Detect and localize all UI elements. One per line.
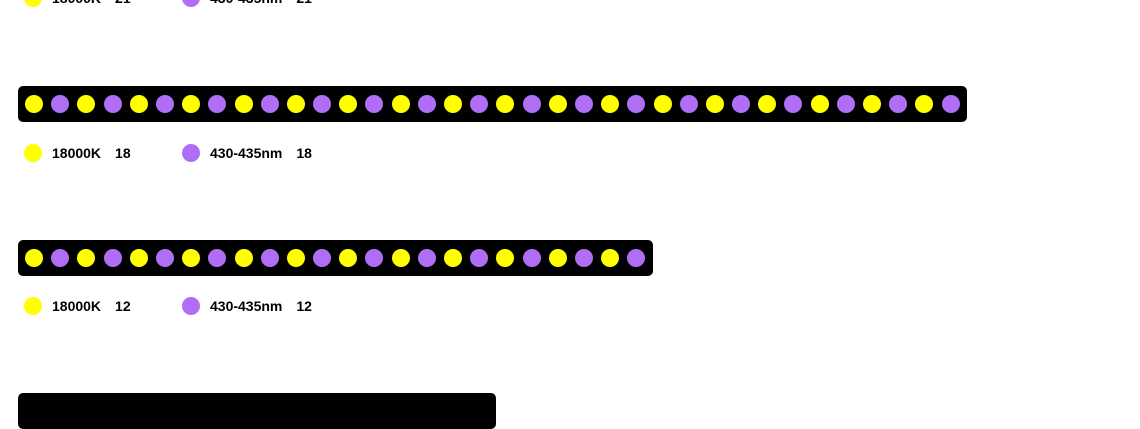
- yellow-led-icon: [496, 249, 515, 267]
- legend-ch2-count: 21: [296, 0, 312, 6]
- violet-led-icon: [155, 95, 174, 113]
- violet-led-icon: [103, 249, 122, 267]
- legend-ch2-label: 430-435nm: [210, 298, 283, 314]
- violet-led-icon: [941, 95, 960, 113]
- legend-item-ch1: 18000K 18: [24, 144, 182, 162]
- legend-ch2-count: 12: [296, 298, 312, 314]
- yellow-led-icon: [496, 95, 515, 113]
- violet-led-icon: [679, 95, 698, 113]
- violet-led-icon: [627, 249, 646, 267]
- led-strip-2: [18, 86, 967, 122]
- yellow-led-icon: [25, 95, 43, 113]
- legend-item-ch1: 18000K 12: [24, 297, 182, 315]
- yellow-led-icon: [182, 95, 201, 113]
- violet-led-icon: [836, 95, 855, 113]
- violet-led-icon: [182, 297, 200, 315]
- yellow-led-icon: [391, 95, 410, 113]
- violet-led-icon: [522, 249, 541, 267]
- legend-ch1-count: 21: [115, 0, 131, 6]
- fixture-3-legend: 18000K 12 430-435nm 12: [24, 296, 312, 316]
- violet-led-icon: [51, 95, 70, 113]
- legend-ch2-count: 18: [296, 145, 312, 161]
- yellow-led-icon: [548, 95, 567, 113]
- violet-led-icon: [51, 249, 70, 267]
- legend-item-ch2: 430-435nm 21: [182, 0, 312, 7]
- led-strip-3: [18, 240, 653, 276]
- led-strip-4: [18, 393, 496, 429]
- yellow-led-icon: [25, 249, 43, 267]
- violet-led-icon: [784, 95, 803, 113]
- violet-led-icon: [470, 249, 489, 267]
- legend-ch2-label: 430-435nm: [210, 0, 282, 6]
- violet-led-icon: [365, 249, 384, 267]
- violet-led-icon: [260, 95, 279, 113]
- violet-led-icon: [417, 95, 436, 113]
- violet-led-icon: [208, 249, 227, 267]
- yellow-led-icon: [444, 249, 462, 267]
- legend-item-ch2: 430-435nm 12: [182, 297, 312, 315]
- violet-led-icon: [417, 249, 436, 267]
- fixture-2-legend: 18000K 18 430-435nm 18: [24, 143, 312, 163]
- yellow-led-icon: [24, 0, 42, 7]
- yellow-led-icon: [286, 249, 305, 267]
- yellow-led-icon: [810, 95, 829, 113]
- legend-ch2-label: 430-435nm: [210, 145, 283, 161]
- yellow-led-icon: [915, 95, 934, 113]
- yellow-led-icon: [339, 95, 358, 113]
- yellow-led-icon: [234, 95, 253, 113]
- yellow-led-icon: [653, 95, 672, 113]
- yellow-led-icon: [601, 95, 620, 113]
- legend-item-ch2: 430-435nm 18: [182, 144, 312, 162]
- violet-led-icon: [182, 0, 200, 7]
- yellow-led-icon: [548, 249, 567, 267]
- violet-led-icon: [313, 95, 332, 113]
- violet-led-icon: [365, 95, 384, 113]
- yellow-led-icon: [182, 249, 201, 267]
- yellow-led-icon: [77, 249, 96, 267]
- violet-led-icon: [732, 95, 751, 113]
- violet-led-icon: [889, 95, 908, 113]
- violet-led-icon: [574, 95, 593, 113]
- violet-led-icon: [182, 144, 200, 162]
- legend-ch1-label: 18000K: [52, 145, 102, 161]
- yellow-led-icon: [286, 95, 305, 113]
- violet-led-icon: [470, 95, 489, 113]
- legend-ch1-count: 18: [115, 145, 131, 161]
- violet-led-icon: [260, 249, 279, 267]
- legend-ch1-label: 18000K: [52, 298, 102, 314]
- yellow-led-icon: [758, 95, 777, 113]
- legend-ch1-count: 12: [115, 298, 131, 314]
- yellow-led-icon: [24, 297, 42, 315]
- violet-led-icon: [313, 249, 332, 267]
- legend-ch1-label: 18000K: [52, 0, 101, 6]
- yellow-led-icon: [705, 95, 724, 113]
- violet-led-icon: [627, 95, 646, 113]
- yellow-led-icon: [24, 144, 42, 162]
- yellow-led-icon: [129, 249, 148, 267]
- yellow-led-icon: [339, 249, 358, 267]
- legend-item-ch1: 18000K 21: [24, 0, 182, 7]
- yellow-led-icon: [234, 249, 253, 267]
- yellow-led-icon: [601, 249, 620, 267]
- fixture-1-legend: 18000K 21 430-435nm 21: [24, 0, 312, 8]
- yellow-led-icon: [77, 95, 96, 113]
- yellow-led-icon: [444, 95, 462, 113]
- yellow-led-icon: [863, 95, 881, 113]
- violet-led-icon: [208, 95, 227, 113]
- yellow-led-icon: [129, 95, 148, 113]
- violet-led-icon: [103, 95, 122, 113]
- violet-led-icon: [574, 249, 593, 267]
- violet-led-icon: [522, 95, 541, 113]
- violet-led-icon: [155, 249, 174, 267]
- yellow-led-icon: [391, 249, 410, 267]
